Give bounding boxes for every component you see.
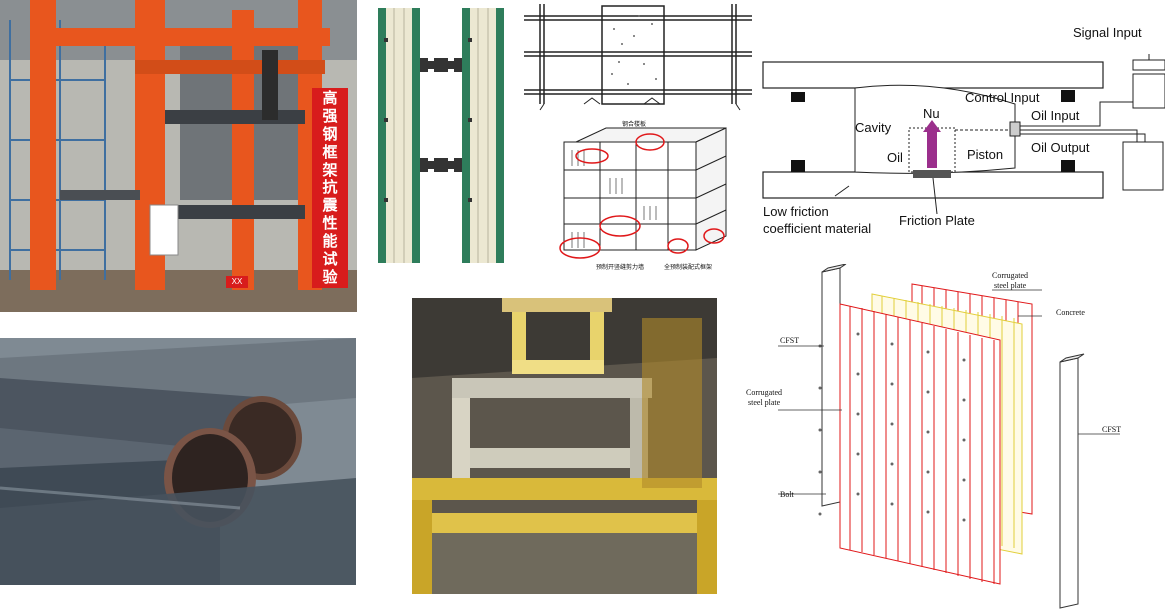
- banner-char: 能: [322, 231, 338, 250]
- diagram-frame-infill: [524, 4, 752, 114]
- label-concrete: Concrete: [1056, 308, 1085, 317]
- label-precast-wall: 预制开竖缝剪力墙: [596, 263, 644, 271]
- banner: 高 强 钢 框 架 抗 震 性 能 试 验: [312, 88, 348, 288]
- label-oil-input: Oil Input: [1031, 108, 1080, 123]
- banner-char: 架: [322, 160, 338, 179]
- banner-char: 高: [322, 89, 338, 108]
- photo-frp-profiles: [412, 298, 717, 594]
- label-cfst-left: CFST: [780, 336, 799, 345]
- banner-char: 性: [322, 214, 338, 233]
- photo-steel-frame-test: 高 强 钢 框 架 抗 震 性 能 试 验 XX: [0, 0, 357, 312]
- label-friction-plate: Friction Plate: [899, 213, 975, 228]
- label-cfst-right: CFST: [1102, 425, 1121, 434]
- diagram-corrugated-wall: Corrugated steel plate Concrete CFST Cor…: [742, 264, 1167, 609]
- banner-char: 框: [322, 142, 338, 161]
- right-column: [462, 8, 504, 263]
- label-coefficient-material: coefficient material: [763, 221, 871, 236]
- banner-char: 抗: [322, 178, 338, 197]
- label-steel-plate-top: steel plate: [994, 281, 1027, 290]
- diagram-column-connectors: [376, 8, 518, 263]
- label-cavity: Cavity: [855, 120, 892, 135]
- banner-char: 震: [322, 196, 338, 215]
- label-steel-plate-left: steel plate: [748, 398, 781, 407]
- banner-char: 验: [322, 267, 338, 286]
- diagram-3d-frame: 钢合楼板 预制开竖缝剪力墙 全预制装配式框架: [556, 118, 730, 272]
- label-corrugated-left: Corrugated: [746, 388, 782, 397]
- label-oil-output: Oil Output: [1031, 140, 1090, 155]
- diagram-isolator: Signal Input Control Input Oil Input Oil…: [755, 18, 1165, 244]
- banner-char: 钢: [322, 125, 338, 144]
- label-oil: Oil: [887, 150, 903, 165]
- label-bolt: Bolt: [780, 490, 795, 499]
- label-control-input: Control Input: [965, 90, 1040, 105]
- left-column: [378, 8, 420, 263]
- label-corrugated-top: Corrugated: [992, 271, 1028, 280]
- label-nu: Nu: [923, 106, 940, 121]
- label-precast-frame: 全预制装配式框架: [664, 263, 712, 271]
- photo-steel-pipes: [0, 338, 356, 585]
- red-tag: XX: [226, 276, 248, 288]
- banner-char: 试: [322, 249, 338, 268]
- label-signal-input: Signal Input: [1073, 25, 1142, 40]
- label-low-friction: Low friction: [763, 204, 829, 219]
- banner-char: 强: [322, 107, 338, 126]
- label-piston: Piston: [967, 147, 1003, 162]
- label-composite-slab: 钢合楼板: [622, 120, 646, 128]
